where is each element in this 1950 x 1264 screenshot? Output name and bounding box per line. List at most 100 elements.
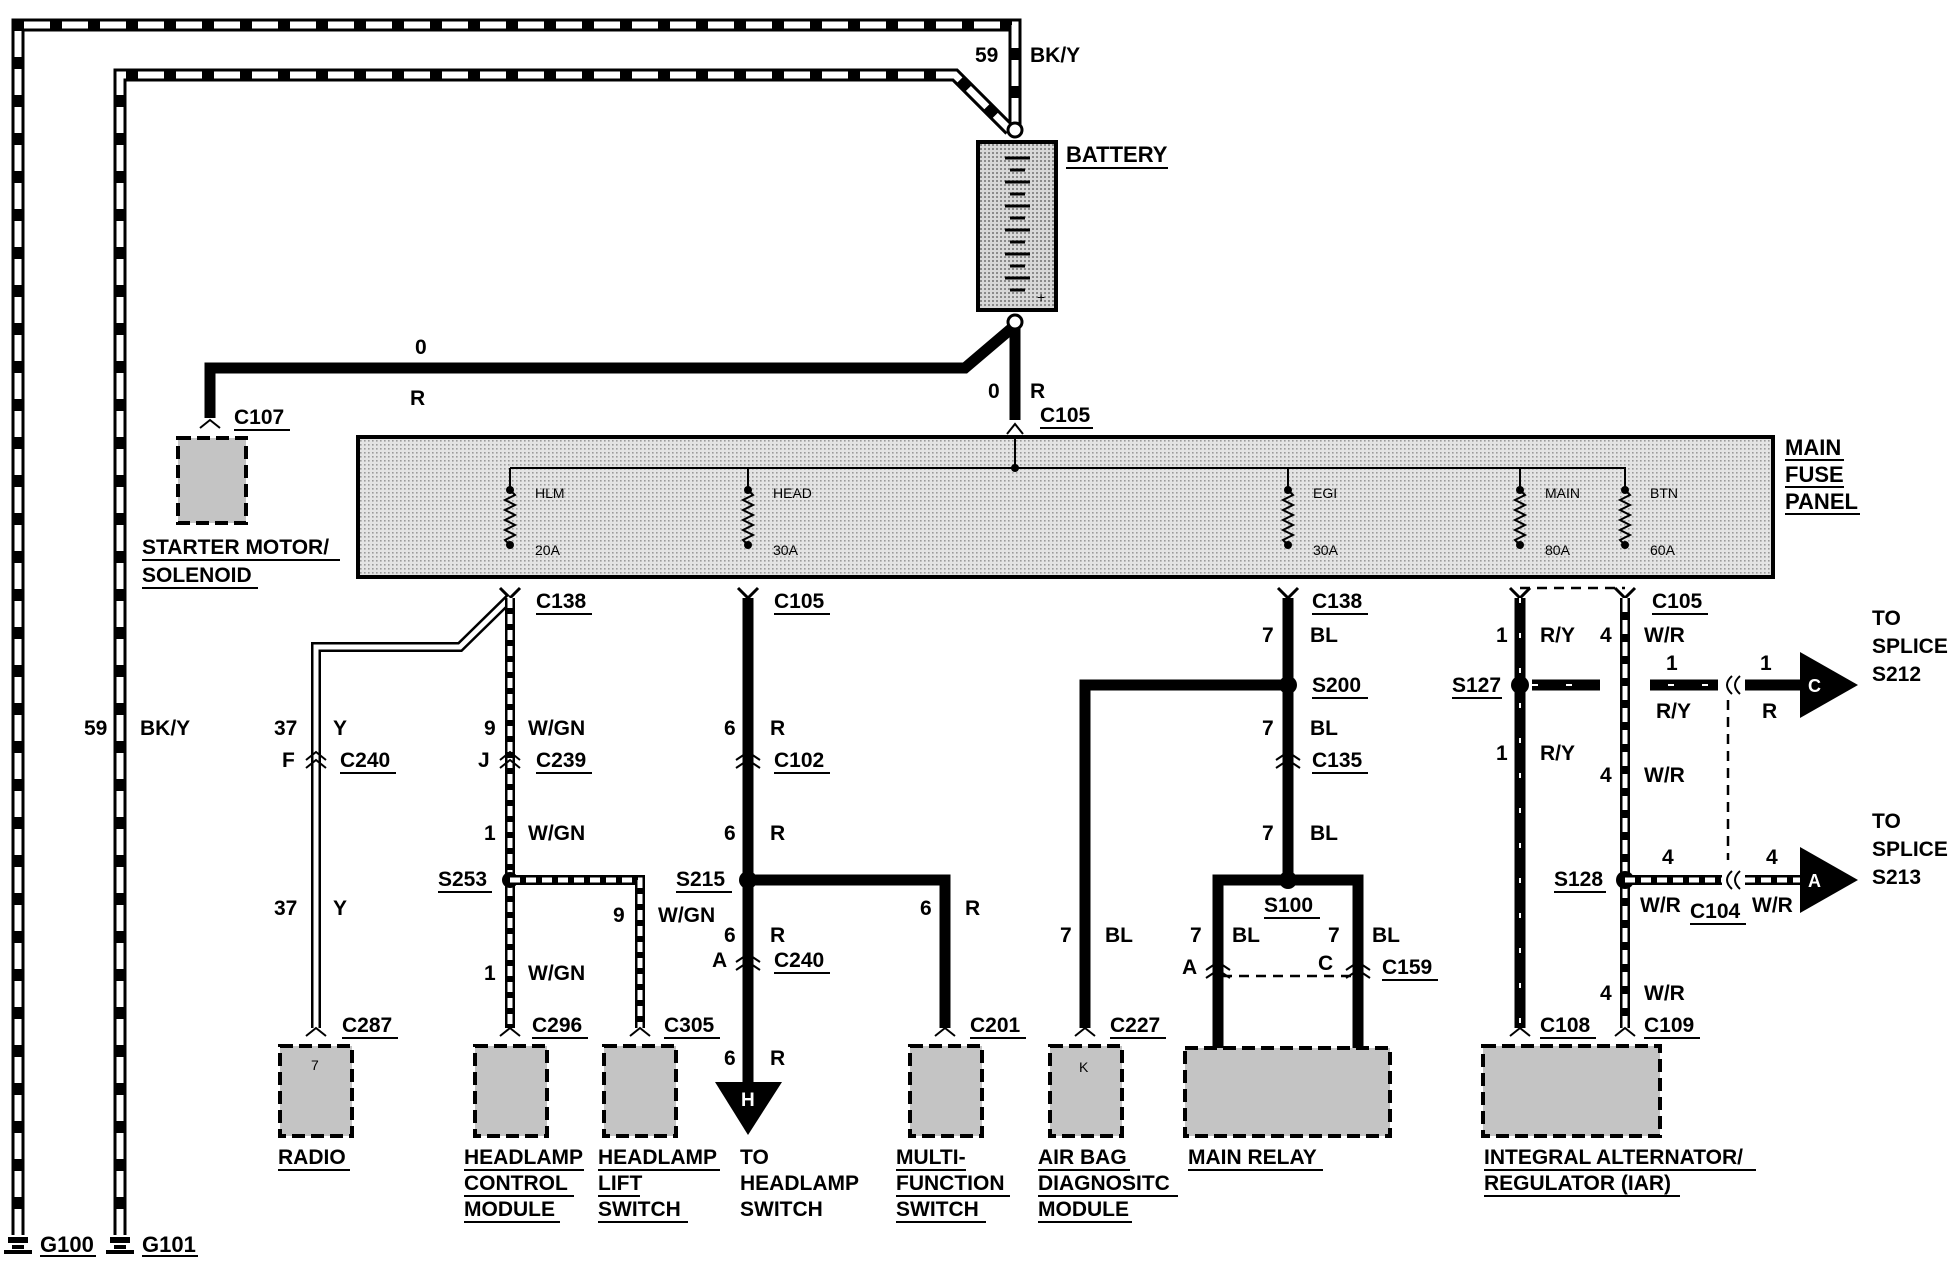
fuse-name-hlm: HLM: [535, 485, 565, 501]
battery-plus: +: [1037, 289, 1045, 305]
egi-conn2: C159: [1382, 956, 1432, 979]
hcm-label-2: CONTROL: [464, 1172, 568, 1195]
ground-label-g100: G100: [40, 1232, 94, 1257]
main-to-a-2: SPLICE: [1872, 838, 1948, 861]
fuse-rating-main: 80A: [1545, 542, 1571, 558]
left-circuit-number: 59: [84, 717, 107, 740]
relay-label: MAIN RELAY: [1188, 1146, 1317, 1169]
egi-c6: 7: [1060, 924, 1072, 947]
arrow-c-label: C: [1808, 676, 1821, 696]
egi-c5: 7: [1328, 924, 1340, 947]
fuse-rating-hlm: 20A: [535, 542, 561, 558]
fuse-name-main: MAIN: [1545, 485, 1580, 501]
panel-in-connector: C105: [1040, 404, 1091, 427]
egi-splice1: S200: [1312, 674, 1361, 697]
main-conn2: C108: [1540, 1014, 1591, 1037]
wire-radio-y: [311, 594, 514, 1028]
hlm-pin: J: [478, 749, 490, 772]
hlm-col2: W/GN: [528, 822, 585, 845]
battery-label: BATTERY: [1066, 142, 1168, 167]
head-c2: 6: [724, 822, 736, 845]
main-conn3: C109: [1644, 1014, 1694, 1037]
main-c8: 4: [1766, 846, 1778, 869]
fuse-rating-head: 30A: [773, 542, 799, 558]
fuse-name-btn: BTN: [1650, 485, 1678, 501]
hls-label-2: LIFT: [598, 1172, 642, 1195]
head-col5: R: [965, 897, 980, 920]
ground-wire-g100: [11, 18, 1022, 1235]
egi-col2: BL: [1310, 717, 1338, 740]
hlm-col3: W/GN: [528, 962, 585, 985]
main-c1: 1: [1496, 624, 1508, 647]
wire-airbag-bl: [1079, 679, 1288, 1028]
fuse-hlm: [502, 480, 518, 549]
egi-pin-a: A: [1182, 956, 1197, 979]
fuse-btn: [1617, 480, 1633, 549]
hls-label-1: HEADLAMP: [598, 1146, 717, 1169]
main-col4: R/Y: [1656, 700, 1691, 723]
egi-splice2: S100: [1264, 894, 1313, 917]
head-to-2: HEADLAMP: [740, 1172, 859, 1195]
panel-bus: [509, 438, 1626, 480]
egi-conn3: C227: [1110, 1014, 1160, 1037]
hlm-c4: 9: [613, 904, 625, 927]
ground-wire-g101: [113, 68, 1015, 1235]
head-col1: R: [770, 717, 785, 740]
head-conn-top: C105: [774, 590, 825, 613]
main-c4: 1: [1666, 652, 1678, 675]
head-c4: 6: [724, 1047, 736, 1070]
starter-color: R: [410, 387, 425, 410]
starter-circuit: 0: [415, 336, 427, 359]
head-to-1: TO: [740, 1146, 769, 1169]
main-c2: 4: [1600, 624, 1612, 647]
air-bag-module: [1048, 1044, 1124, 1138]
head-pin: A: [712, 949, 727, 972]
main-col9: W/R: [1644, 982, 1685, 1005]
fuse-rating-egi: 30A: [1313, 542, 1339, 558]
fuse-egi: [1280, 480, 1296, 549]
arrow-h-label: H: [741, 1090, 755, 1111]
ground-symbol-g101: [106, 1237, 134, 1254]
headlamp-control-module: [473, 1044, 549, 1138]
battery: [976, 140, 1058, 312]
wire-relay-c: [1288, 874, 1364, 1048]
fuse-name-head: HEAD: [773, 485, 812, 501]
main-to-c-1: TO: [1872, 607, 1901, 630]
egi-c4: 7: [1190, 924, 1202, 947]
main-to-c-2: SPLICE: [1872, 635, 1948, 658]
head-c5: 6: [920, 897, 932, 920]
head-c3: 6: [724, 924, 736, 947]
battery-terminal-neg: [1006, 121, 1024, 139]
ground-symbol-g100: [4, 1237, 32, 1254]
multi-function-switch: [908, 1044, 984, 1138]
egi-col5: BL: [1372, 924, 1400, 947]
radio-pin: F: [282, 749, 295, 772]
main-col8: W/R: [1752, 894, 1793, 917]
main-col3: R/Y: [1540, 742, 1575, 765]
panel-label-2: FUSE: [1785, 462, 1844, 487]
hlm-c2: 1: [484, 822, 496, 845]
battery-top-color: BK/Y: [1030, 44, 1080, 67]
egi-col1: BL: [1310, 624, 1338, 647]
battery-top-circuit: 59: [975, 44, 998, 67]
starter-motor: [176, 436, 248, 525]
egi-col4: BL: [1232, 924, 1260, 947]
iar-label-1: INTEGRAL ALTERNATOR/: [1484, 1146, 1743, 1169]
head-c1: 6: [724, 717, 736, 740]
fuse-main: [1512, 480, 1528, 549]
egi-c1: 7: [1262, 624, 1274, 647]
radio-color-2: Y: [333, 897, 347, 920]
main-c5: 1: [1760, 652, 1772, 675]
main-to-a-1: TO: [1872, 810, 1901, 833]
radio-connector: C287: [342, 1014, 392, 1037]
main-splice1: S127: [1452, 674, 1501, 697]
headlamp-lift-switch: [602, 1044, 678, 1138]
head-to-3: SWITCH: [740, 1198, 823, 1221]
head-conn3: C201: [970, 1014, 1021, 1037]
main-to-a-3: S213: [1872, 866, 1921, 889]
main-col7: W/R: [1640, 894, 1681, 917]
main-c7: 4: [1662, 846, 1674, 869]
egi-conn1: C135: [1312, 749, 1363, 772]
splice-s127: [1511, 676, 1529, 694]
main-col5: R: [1762, 700, 1777, 723]
